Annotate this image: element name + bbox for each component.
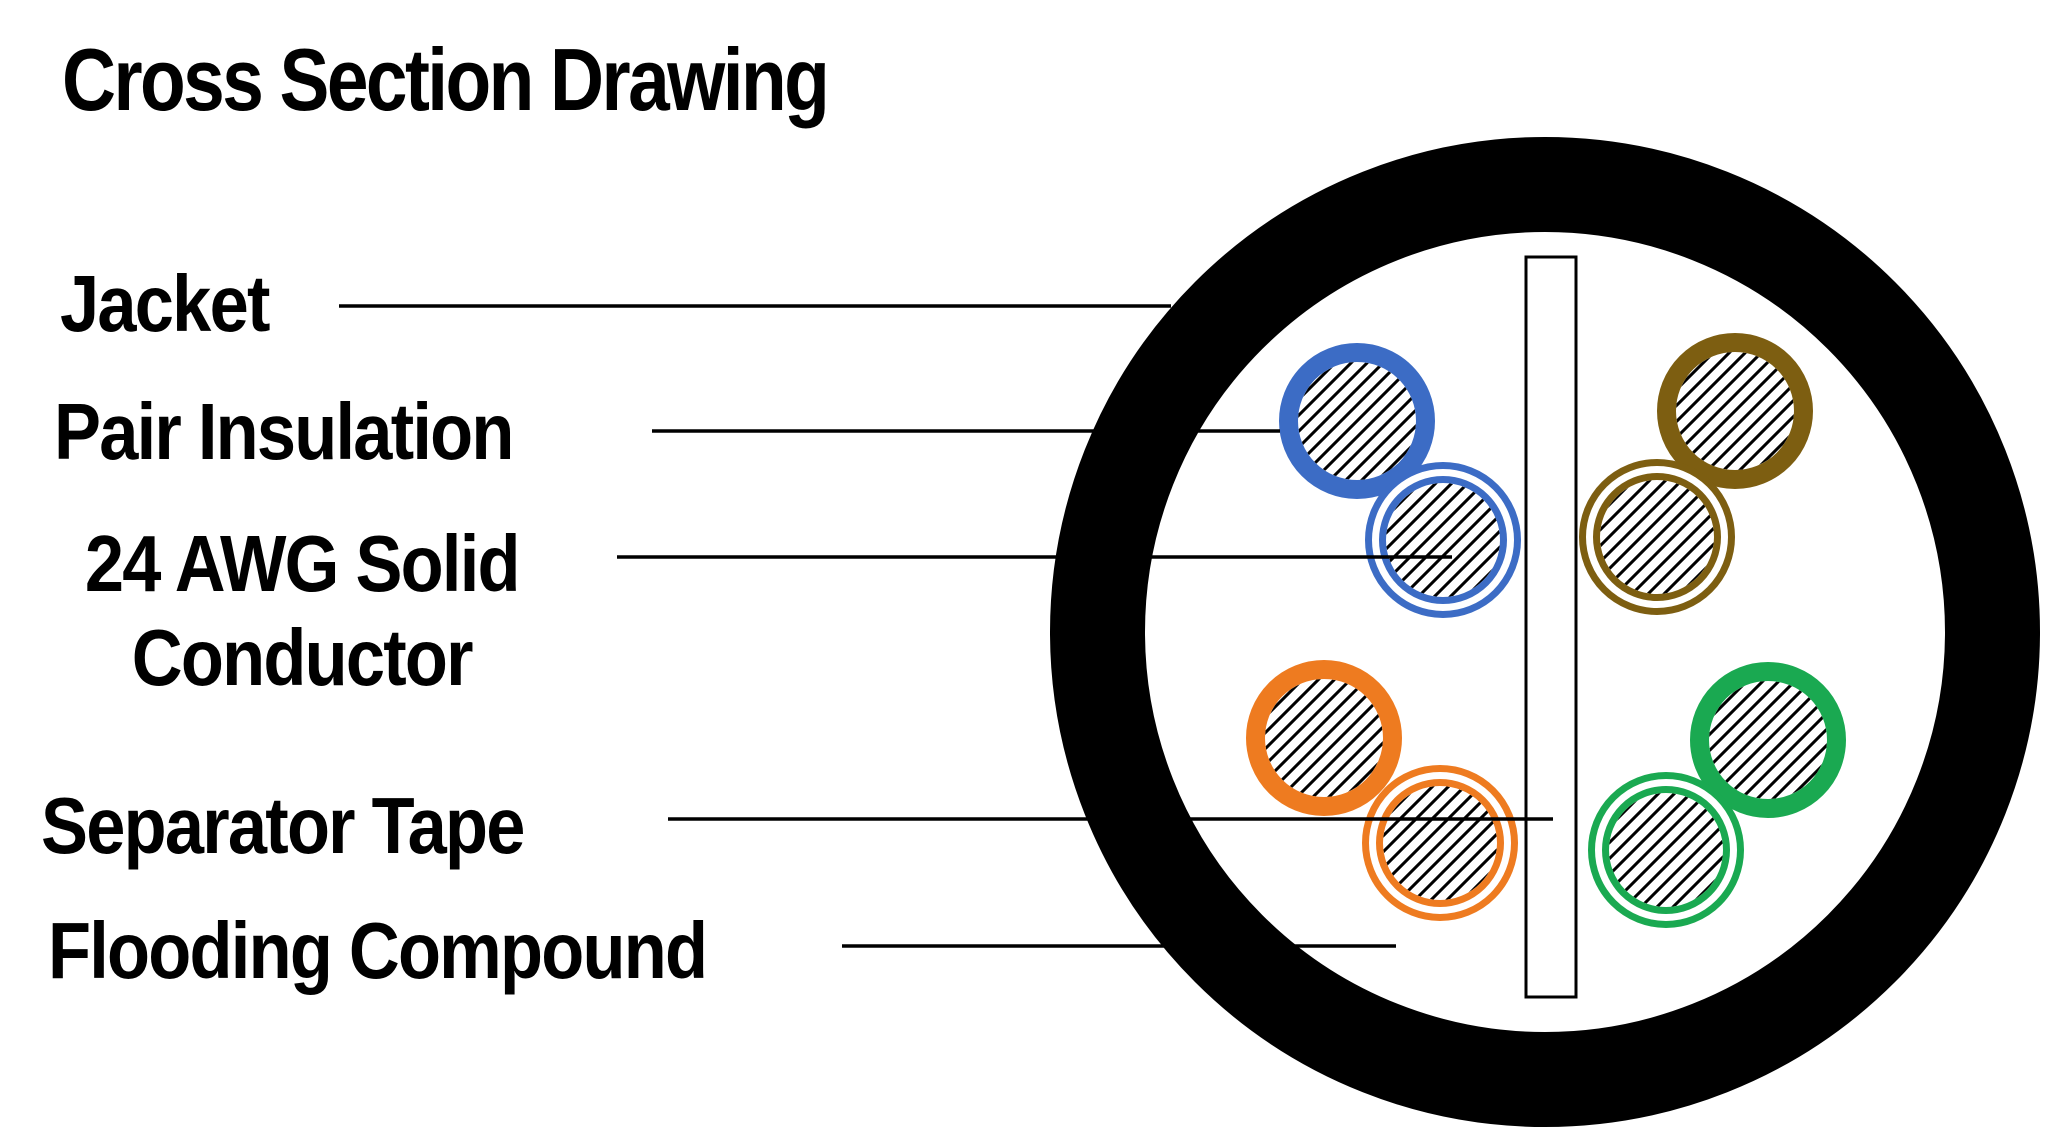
wire-stripe-outer-ring bbox=[1362, 765, 1518, 921]
label-conductor: 24 AWG Solid Conductor bbox=[40, 517, 564, 705]
label-pair-insulation: Pair Insulation bbox=[54, 387, 514, 476]
label-conductor-line1: 24 AWG Solid bbox=[84, 519, 521, 608]
wire-insulation-ring bbox=[1690, 662, 1846, 818]
jacket-ring bbox=[1050, 137, 2040, 1127]
wire-blue-solid bbox=[1279, 343, 1435, 499]
wire-conductor-hatch bbox=[1709, 681, 1827, 799]
wire-stripe-inner-ring bbox=[1593, 473, 1721, 601]
wire-stripe-outer-ring bbox=[1365, 462, 1521, 618]
wire-orange-solid bbox=[1246, 660, 1402, 816]
label-jacket: Jacket bbox=[60, 259, 270, 348]
wire-insulation-ring bbox=[1246, 660, 1402, 816]
wire-conductor-hatch bbox=[1265, 679, 1383, 797]
wire-stripe-inner-ring bbox=[1379, 476, 1507, 604]
page-title: Cross Section Drawing bbox=[62, 30, 830, 129]
wire-insulation-ring bbox=[1279, 343, 1435, 499]
wire-insulation-ring bbox=[1657, 333, 1813, 489]
wire-stripe-outer-ring bbox=[1579, 459, 1735, 615]
wire-brown-solid bbox=[1657, 333, 1813, 489]
wire-conductor-hatch bbox=[1383, 786, 1497, 900]
wire-brown-striped bbox=[1579, 459, 1735, 615]
wire-green-solid bbox=[1690, 662, 1846, 818]
wire-conductor-hatch bbox=[1386, 483, 1500, 597]
wire-conductor-hatch bbox=[1676, 352, 1794, 470]
separator-tape bbox=[1524, 255, 1578, 999]
label-conductor-line2: Conductor bbox=[131, 613, 474, 702]
wire-orange-striped bbox=[1362, 765, 1518, 921]
label-separator-tape: Separator Tape bbox=[41, 781, 525, 870]
wire-green-striped bbox=[1588, 772, 1744, 928]
wire-conductor-hatch bbox=[1298, 362, 1416, 480]
label-flooding-compound: Flooding Compound bbox=[48, 906, 708, 995]
wire-conductor-hatch bbox=[1600, 480, 1714, 594]
wire-stripe-outer-ring bbox=[1588, 772, 1744, 928]
wire-blue-striped bbox=[1365, 462, 1521, 618]
wire-conductor-hatch bbox=[1609, 793, 1723, 907]
wire-stripe-inner-ring bbox=[1602, 786, 1730, 914]
wire-stripe-inner-ring bbox=[1376, 779, 1504, 907]
